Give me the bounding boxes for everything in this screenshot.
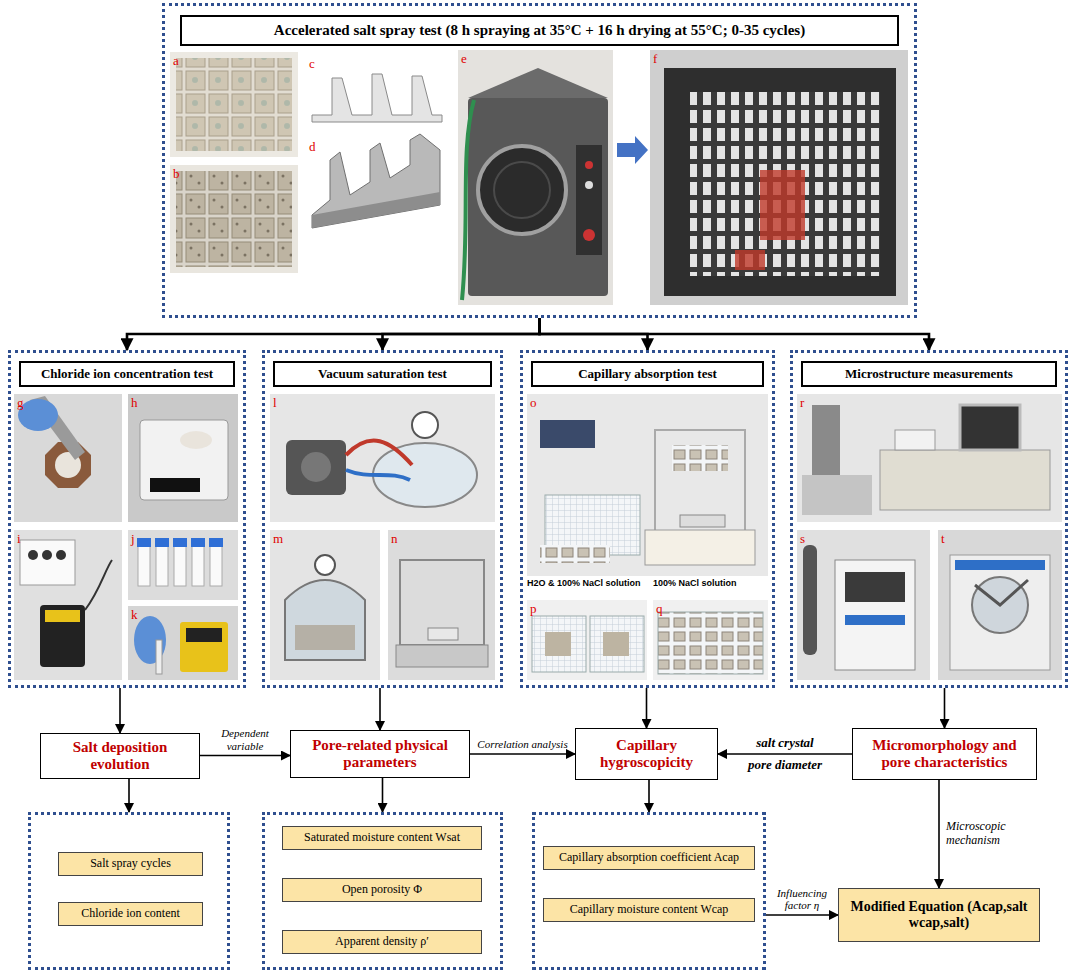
edge-annotation: salt crystal <box>720 735 850 751</box>
flow-arrow <box>379 688 381 730</box>
parameter-label: Apparent density ρ′ <box>335 935 429 949</box>
parameter-box: Chloride ion content <box>58 902 203 926</box>
subfigure-letter: k <box>131 608 138 621</box>
flow-arrow <box>128 779 130 812</box>
flow-arrow <box>766 914 838 916</box>
test-panel: Capillary absorption test <box>520 350 775 688</box>
subfigure-letter: c <box>309 57 315 70</box>
parameter-label: Salt spray cycles <box>90 857 171 871</box>
flow-arrow <box>718 753 852 755</box>
test-panel: Accelerated salt spray test (8 h sprayin… <box>162 3 917 318</box>
photo-caption: H2O & 100% NaCl solution <box>527 579 649 589</box>
edge-annotation: Influencing factor η <box>768 887 836 912</box>
flow-arrow <box>119 688 121 733</box>
subfigure-letter: t <box>941 532 945 545</box>
parameter-label: Saturated moisture content Wsat <box>304 831 460 845</box>
test-panel: Microstructure measurements <box>790 350 1068 688</box>
parameter-box: Capillary moisture content Wcap <box>543 898 755 922</box>
outcome-box: Capillary hygroscopicity <box>575 728 718 780</box>
subfigure-letter: l <box>273 396 277 409</box>
subfigure-letter: h <box>131 396 138 409</box>
parameter-box: Apparent density ρ′ <box>282 930 482 954</box>
panel-heading: Vacuum saturation test <box>273 361 492 387</box>
panel-heading: Microstructure measurements <box>801 361 1057 387</box>
test-panel: Vacuum saturation test <box>262 350 503 688</box>
equation-box: Modified Equation (Acap,salt wcap,salt) <box>838 888 1040 942</box>
edge-annotation: Correlation analysis <box>472 738 573 751</box>
subfigure-letter: p <box>530 602 537 615</box>
parameter-label: Capillary absorption coefficient Acap <box>559 851 739 865</box>
outcome-label: Pore-related physical parameters <box>297 737 463 772</box>
flow-arrow <box>646 688 648 728</box>
subfigure-letter: f <box>653 52 657 65</box>
subfigure-letter: n <box>391 532 398 545</box>
outcome-label: Salt deposition evolution <box>47 739 193 774</box>
subfigure-letter: d <box>309 140 316 153</box>
outcome-label: Micromorphology and pore characteristics <box>859 737 1030 772</box>
group-box: Capillary absorption coefficient AcapCap… <box>532 812 766 970</box>
parameter-box: Capillary absorption coefficient Acap <box>543 846 755 870</box>
group-box: Saturated moisture content WsatOpen poro… <box>262 812 503 970</box>
outcome-box: Salt deposition evolution <box>40 733 200 779</box>
parameter-box: Saturated moisture content Wsat <box>282 826 482 850</box>
equation-label: Modified Equation (Acap,salt wcap,salt) <box>843 899 1035 931</box>
flow-arrow <box>382 778 384 812</box>
parameter-box: Salt spray cycles <box>58 852 203 876</box>
edge-annotation: pore diameter <box>720 757 850 773</box>
parameter-label: Chloride ion content <box>81 907 180 921</box>
flow-arrow <box>127 318 540 350</box>
flow-arrow <box>540 318 930 350</box>
flow-arrow <box>470 753 575 755</box>
panel-heading: Chloride ion concentration test <box>19 361 235 387</box>
subfigure-letter: m <box>273 532 283 545</box>
flow-arrow <box>200 755 290 757</box>
edge-annotation: Microscopic mechanism <box>946 820 1034 848</box>
flow-arrow <box>383 318 540 350</box>
subfigure-letter: s <box>800 532 805 545</box>
subfigure-letter: q <box>656 602 663 615</box>
subfigure-letter: r <box>800 396 804 409</box>
parameter-label: Capillary moisture content Wcap <box>570 903 729 917</box>
subfigure-letter: e <box>461 52 467 65</box>
outcome-label: Capillary hygroscopicity <box>582 737 711 772</box>
panel-heading: Accelerated salt spray test (8 h sprayin… <box>180 15 899 46</box>
parameter-label: Open porosity Φ <box>342 883 422 897</box>
photo-caption: 100% NaCl solution <box>653 579 768 589</box>
group-box: Salt spray cyclesChloride ion content <box>28 812 230 970</box>
flow-arrow <box>944 688 946 728</box>
subfigure-letter: b <box>173 167 180 180</box>
subfigure-letter: g <box>17 396 24 409</box>
subfigure-letter: i <box>17 532 21 545</box>
test-panel: Chloride ion concentration test <box>8 350 246 688</box>
outcome-box: Micromorphology and pore characteristics <box>852 728 1037 780</box>
edge-annotation: Dependent variable <box>202 727 288 752</box>
subfigure-letter: j <box>131 532 135 545</box>
flow-arrow <box>648 780 650 812</box>
subfigure-letter: o <box>530 396 537 409</box>
parameter-box: Open porosity Φ <box>282 878 482 902</box>
subfigure-letter: a <box>173 54 179 67</box>
flow-arrow <box>938 780 940 888</box>
outcome-box: Pore-related physical parameters <box>290 730 470 778</box>
panel-heading: Capillary absorption test <box>531 361 764 387</box>
